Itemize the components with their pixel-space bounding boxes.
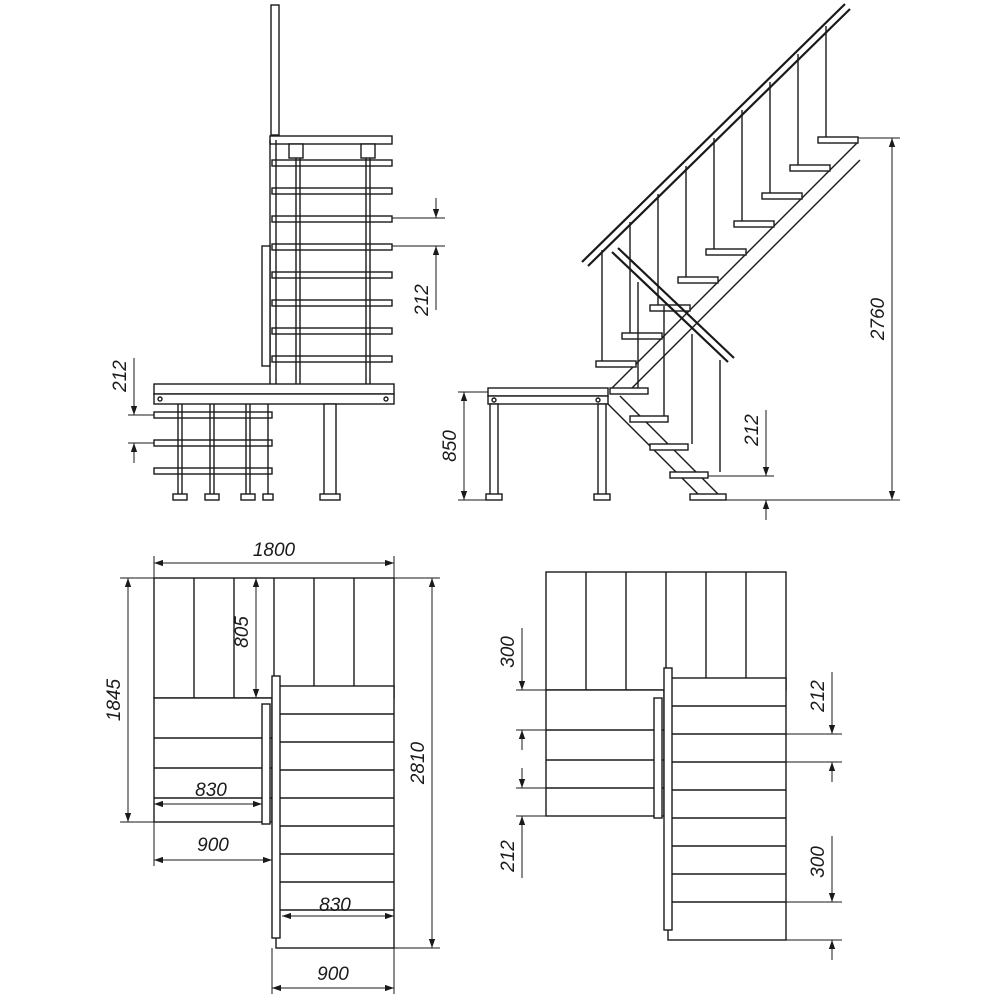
dim-plan-tread-left: 830	[195, 780, 227, 801]
plan-view-step-layout	[516, 571, 842, 960]
front-view	[128, 4, 445, 501]
dim-side-platform-height: 850	[440, 430, 461, 462]
dim-plan2-right-riser: 212	[808, 680, 829, 713]
dim-side-riser: 212	[742, 414, 763, 447]
plan-view-dimensioned	[120, 556, 440, 994]
dim-plan-landing: 805	[232, 616, 253, 648]
dim-plan-width: 1800	[253, 540, 296, 561]
side-upper-treads	[595, 136, 859, 368]
dim-plan-flight-bottom: 900	[317, 964, 349, 985]
dim-front-riser: 212	[412, 284, 433, 317]
lower-flight-treads	[153, 411, 273, 475]
dim-plan2-top-offset: 300	[498, 636, 519, 668]
dim-plan-flight-left: 900	[197, 835, 229, 856]
dim-plan2-left-riser: 212	[498, 840, 519, 873]
upper-flight-treads	[271, 159, 393, 363]
dim-side-height-total: 2760	[868, 297, 889, 341]
dim-plan-tread-bottom: 830	[319, 895, 351, 916]
dim-plan-total-depth: 2810	[408, 741, 429, 785]
dim-front-left-riser: 212	[110, 360, 131, 393]
dim-plan-depth-left: 1845	[104, 678, 125, 721]
dim-plan2-right-going: 300	[808, 846, 829, 878]
side-lower-treads	[609, 387, 727, 501]
side-view	[458, 3, 900, 520]
